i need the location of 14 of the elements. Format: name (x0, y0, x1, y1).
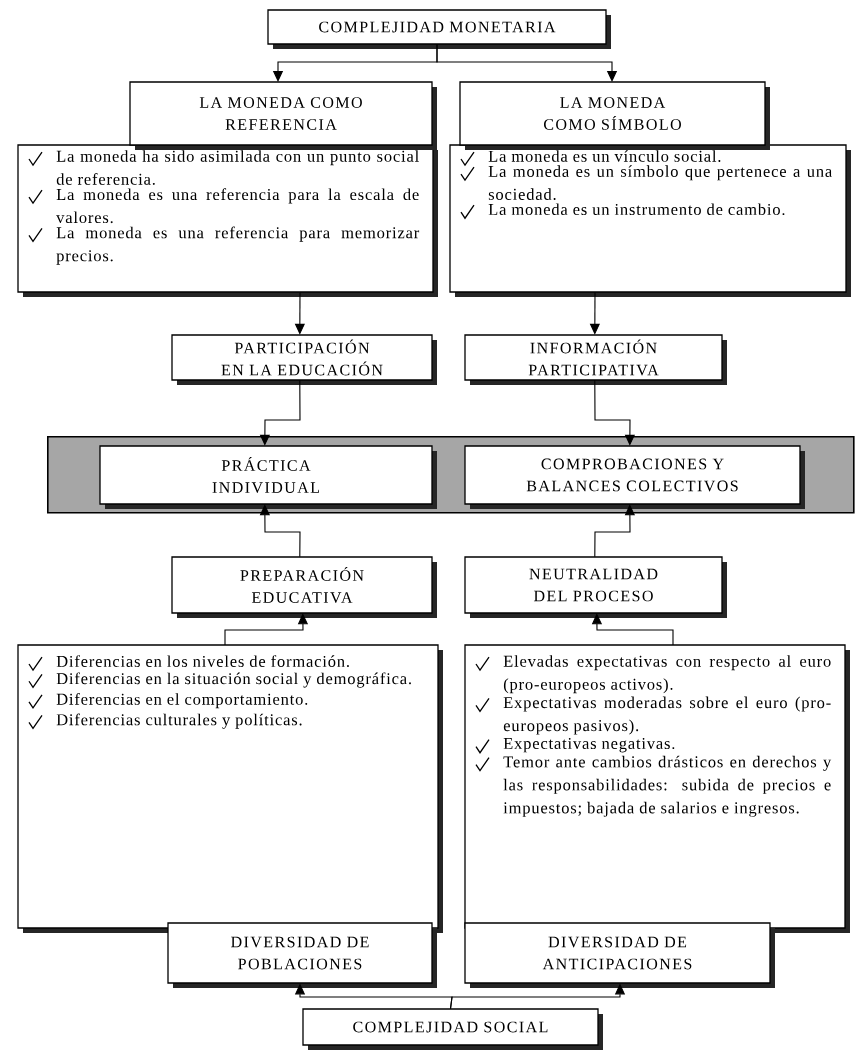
label-box: COMPROBACIONES Y BALANCES COLECTIVOS (464, 445, 805, 509)
label-box: COMPLEJIDAD SOCIAL (302, 1008, 603, 1050)
label-box: PRÁCTICA INDIVIDUAL (99, 445, 437, 509)
label-box: PARTICIPACIÓN EN LA EDUCACIÓN (171, 334, 437, 385)
label-box: COMPLEJIDAD MONETARIA (267, 9, 611, 49)
label-box: INFORMACIÓN PARTICIPATIVA (464, 334, 727, 385)
arrow (436, 43, 618, 82)
heading-box: LA MONEDA COMO REFERENCIA (129, 81, 437, 150)
arrow (594, 379, 636, 446)
label-box: PREPARACIÓN EDUCATIVA (171, 556, 437, 618)
heading-box: DIVERSIDAD DE POBLACIONES (167, 922, 437, 988)
heading-box: DIVERSIDAD DE ANTICIPACIONES (464, 922, 775, 988)
heading-box: LA MONEDA COMO SÍMBOLO (459, 81, 770, 150)
label-box: NEUTRALIDAD DEL PROCESO (464, 556, 727, 618)
